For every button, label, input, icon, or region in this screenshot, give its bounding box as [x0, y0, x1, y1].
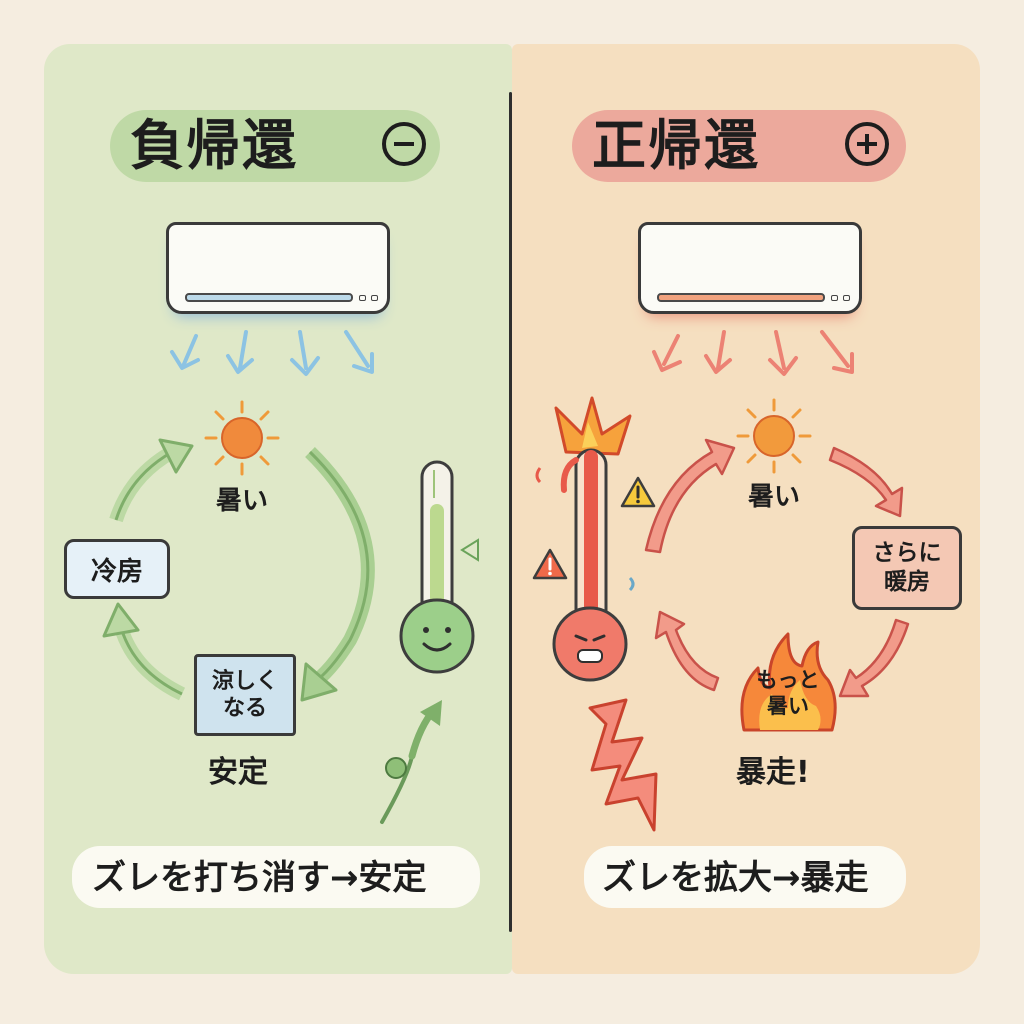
warning-icon — [620, 476, 656, 508]
cooler-box: 涼しく なる — [194, 654, 296, 736]
fire-icon — [740, 632, 837, 732]
cooling-box: 冷房 — [64, 539, 170, 599]
negative-summary: ズレを打ち消す→安定 — [92, 858, 427, 898]
exploding-thermometer-icon — [535, 396, 635, 682]
negative-footer-highlight — [72, 846, 480, 908]
negative-title: 負帰還 — [130, 114, 298, 177]
plus-icon — [845, 122, 889, 166]
air-conditioner-icon — [638, 222, 862, 314]
center-divider — [509, 92, 512, 932]
thermometer-icon — [399, 460, 479, 674]
lightning-icon — [588, 698, 658, 832]
sun-icon — [736, 398, 812, 474]
hotter-box: もっと 暑い — [756, 667, 820, 718]
warning-icon — [532, 548, 568, 580]
runaway-label: 暴走! — [736, 755, 810, 790]
sprout-arrow-icon — [380, 700, 442, 824]
minus-icon — [382, 122, 426, 166]
positive-footer-highlight — [584, 846, 906, 908]
hot-label-positive: 暑い — [748, 482, 801, 512]
stable-label: 安定 — [208, 755, 268, 790]
positive-summary: ズレを拡大→暴走 — [602, 858, 869, 898]
hot-label-negative: 暑い — [216, 486, 269, 516]
positive-title: 正帰還 — [592, 114, 760, 177]
more-heating-box: さらに 暖房 — [852, 526, 962, 610]
sun-icon — [204, 400, 280, 476]
air-conditioner-icon — [166, 222, 390, 314]
